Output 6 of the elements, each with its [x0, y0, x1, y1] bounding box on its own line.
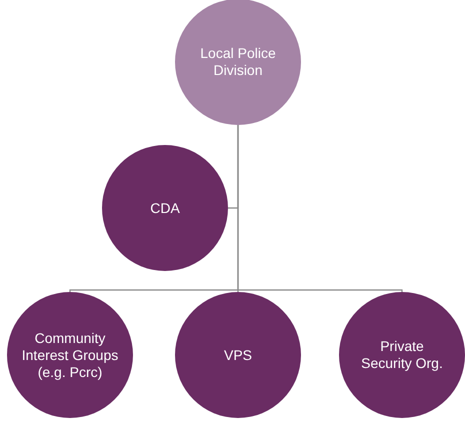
node-label: VPS: [224, 346, 252, 364]
connector-line: [237, 125, 403, 292]
node-label: CDA: [150, 200, 180, 216]
node-label: Local Police Division: [199, 45, 277, 79]
node-label: Private Security Org.: [360, 338, 444, 372]
node-label: Community Interest Groups (e.g. Pcrc): [21, 330, 119, 380]
